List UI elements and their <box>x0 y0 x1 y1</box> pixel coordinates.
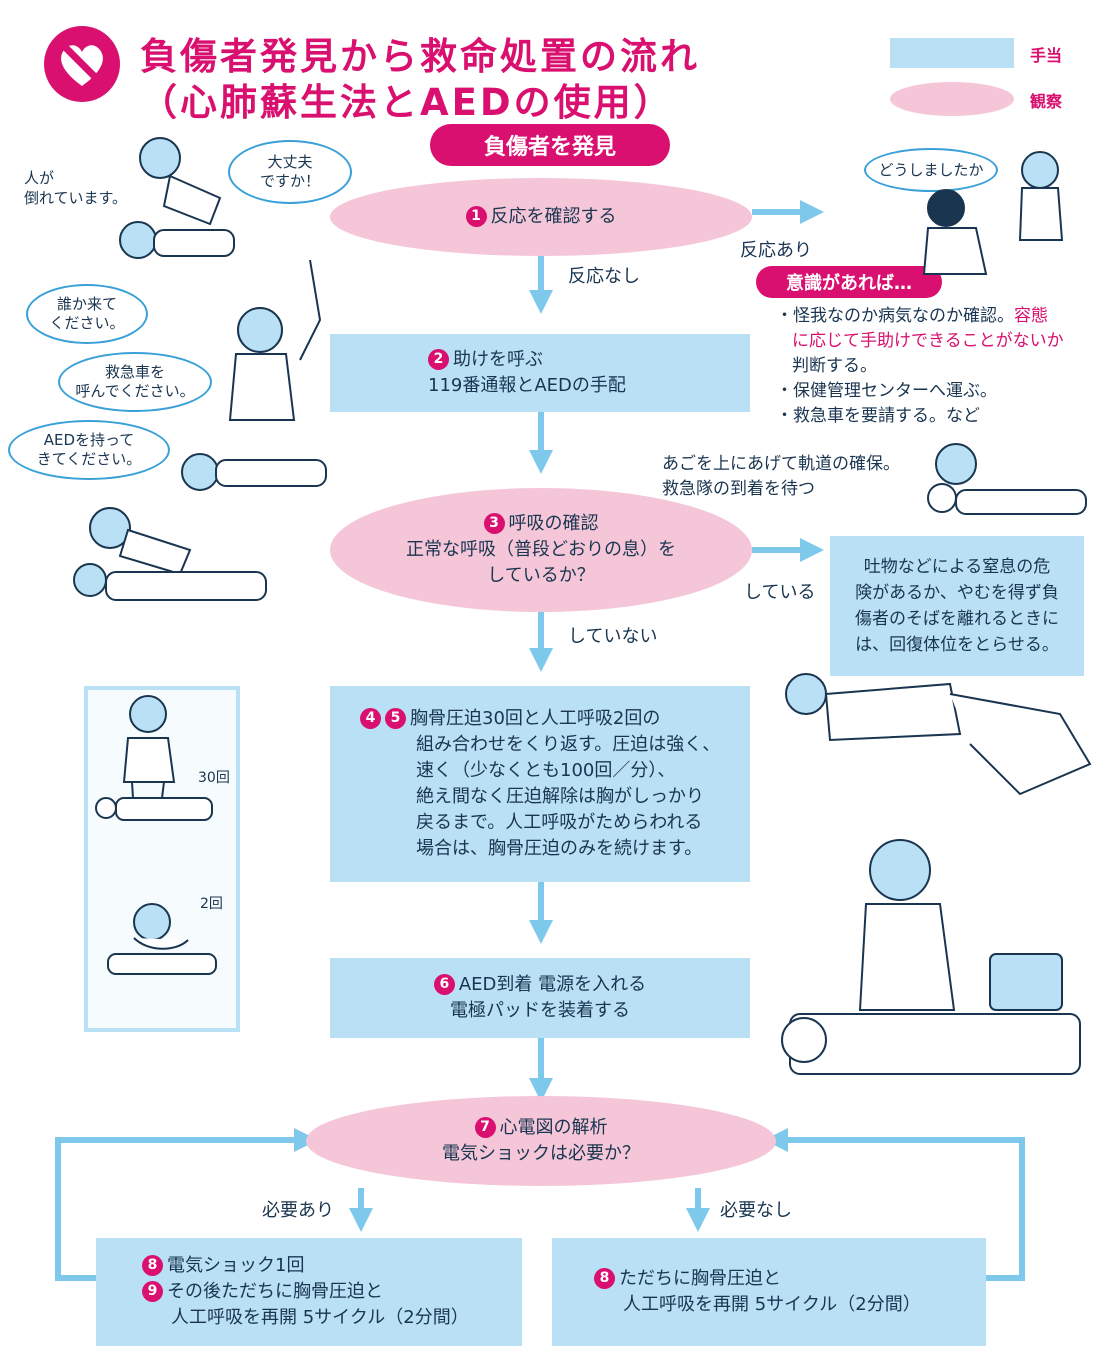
cpr-count-compress: 30回 <box>198 770 230 786</box>
conscious-item1d: 判断する。 <box>792 356 877 376</box>
step45-line1: 胸骨圧迫30回と人工呼吸2回の <box>410 708 661 729</box>
page-subtitle: （心肺蘇生法とAEDの使用） <box>140 81 674 124</box>
recovery-line3: 傷者のそばを離れるときに <box>855 609 1059 629</box>
step3-line1: 呼吸の確認 <box>508 513 599 534</box>
cpr-count-breath: 2回 <box>200 896 223 912</box>
page-title: 負傷者発見から救命処置の流れ <box>140 35 700 78</box>
speech-how-text: どうしましたか <box>878 160 984 179</box>
cpr-figures-icon <box>95 695 217 975</box>
recovery-line4: は、回復体位をとらせる。 <box>855 635 1059 655</box>
step7-line2: 電気ショックは必要か？ <box>442 1143 640 1164</box>
recovery-line1: 吐物などによる窒息の危 <box>863 557 1051 577</box>
label-response: 反応あり <box>740 240 812 261</box>
conscious-item1c: に応じて手助けできることがないか <box>792 331 1064 351</box>
conscious-header: 意識があれば… <box>756 266 942 298</box>
step7-line1: 心電図の解析 <box>499 1117 608 1138</box>
speech-ok-line2: ですか！ <box>259 172 320 190</box>
step45-line6: 場合は、胸骨圧迫のみを続けます。 <box>416 838 703 859</box>
step6-line1: AED到着 電源を入れる <box>458 974 647 995</box>
speech-come-line2: ください。 <box>49 314 125 332</box>
speech-ambulance: 救急車を 呼んでください。 <box>58 352 212 412</box>
step1-text: 反応を確認する <box>490 206 617 227</box>
waving-rescuer-illustration <box>181 259 327 491</box>
label-shock-needed: 必要あり <box>262 1200 334 1221</box>
legend-oval-swatch <box>890 82 1014 116</box>
step6-line2: 電極パッドを装着する <box>450 1000 630 1021</box>
speech-ambulance-line2: 呼んでください。 <box>75 382 195 400</box>
step45-line4: 絶え間なく圧迫解除は胸がしっかり <box>416 786 704 807</box>
step-number-badge: 2 <box>428 349 449 370</box>
step2-line1: 助けを呼ぶ <box>453 349 543 370</box>
step-number-badge: 7 <box>474 1117 496 1138</box>
step45-line5: 戻るまで。人工呼吸がためらわれる <box>416 812 703 833</box>
speech-person-down-line2: 倒れています。 <box>24 189 128 207</box>
step8-right-line1: ただちに胸骨圧迫と <box>619 1268 781 1289</box>
step-number-badge: 8 <box>142 1255 163 1276</box>
speech-ambulance-line1: 救急車を <box>104 363 165 381</box>
step3-line2: 正常な呼吸（普段どおりの息）を <box>406 539 676 560</box>
step-number-badge: 6 <box>433 974 455 995</box>
label-shock-not-needed: 必要なし <box>720 1200 792 1221</box>
speech-aed-line1: AEDを持って <box>43 431 135 449</box>
speech-aed-line2: きてください。 <box>36 450 142 468</box>
speech-aed: AEDを持って きてください。 <box>8 420 170 480</box>
cpr-illustration-panel <box>84 686 240 1032</box>
legend-oval-label: 観察 <box>1030 92 1063 111</box>
airway-line1: あごを上にあげて軌道の確保。 <box>662 454 900 474</box>
step8-left-line1: 電気ショック1回 <box>167 1255 305 1276</box>
label-not-breathing: していない <box>568 626 658 647</box>
conscious-item1b: 容態 <box>1014 306 1048 326</box>
breathing-check-illustration <box>73 507 267 601</box>
step45-line2: 組み合わせをくり返す。圧迫は強く、 <box>416 734 721 755</box>
step8-left-line2: その後ただちに胸骨圧迫と <box>167 1281 383 1302</box>
conscious-item3: ・救急車を要請する。など <box>776 406 980 426</box>
recovery-line2: 険があるか、やむを得ず負 <box>855 583 1059 603</box>
step-number-badge: 5 <box>385 708 406 729</box>
speech-person-down-line1: 人が <box>24 169 55 187</box>
step45-line3: 速く（少なくとも100回／分）、 <box>416 760 676 781</box>
aed-use-illustration <box>781 839 1081 1075</box>
speech-ok: 大丈夫 ですか！ <box>228 140 352 204</box>
airway-illustration <box>927 443 1087 515</box>
step-number-badge: 9 <box>142 1281 163 1302</box>
step2-line2: 119番通報とAEDの手配 <box>428 375 626 396</box>
heart-cross-icon <box>42 24 122 104</box>
conscious-item2: ・保健管理センターへ運ぶ。 <box>776 381 997 401</box>
speech-person-down: 人が 倒れています。 <box>24 168 127 208</box>
recovery-position-illustration <box>785 673 1092 796</box>
legend-box-label: 手当 <box>1030 46 1063 65</box>
start-discover-victim: 負傷者を発見 <box>430 124 670 166</box>
speech-come-line1: 誰か来て <box>56 295 117 313</box>
speech-ok-line1: 大丈夫 <box>267 153 313 171</box>
step-number-badge: 1 <box>465 206 487 227</box>
step-number-badge: 8 <box>594 1268 615 1289</box>
step8-right-line2: 人工呼吸を再開 5サイクル（2分間） <box>623 1294 921 1315</box>
step8-left-line3: 人工呼吸を再開 5サイクル（2分間） <box>171 1307 469 1328</box>
speech-come: 誰か来て ください。 <box>26 284 148 344</box>
speech-how: どうしましたか <box>864 148 998 192</box>
step3-line3: しているか？ <box>487 565 595 586</box>
step-number-badge: 4 <box>360 708 381 729</box>
recovery-position-box: 吐物などによる窒息の危 険があるか、やむを得ず負 傷者のそばを離れるときに は、… <box>830 536 1084 676</box>
step-number-badge: 3 <box>483 513 505 534</box>
bystander-illustration <box>922 151 1064 275</box>
airway-note: あごを上にあげて軌道の確保。 救急隊の到着を待つ <box>662 452 900 502</box>
conscious-notes: ・怪我なのか病気なのか確認。容態 に応じて手助けできることがないか 判断する。 … <box>776 304 1064 429</box>
airway-line2: 救急隊の到着を待つ <box>662 479 815 499</box>
conscious-item1a: ・怪我なのか病気なのか確認。 <box>776 306 1014 326</box>
label-no-response: 反応なし <box>568 266 640 287</box>
label-breathing: している <box>744 582 816 603</box>
rescuer-calling-illustration <box>119 137 235 259</box>
legend-box-swatch <box>890 38 1014 68</box>
